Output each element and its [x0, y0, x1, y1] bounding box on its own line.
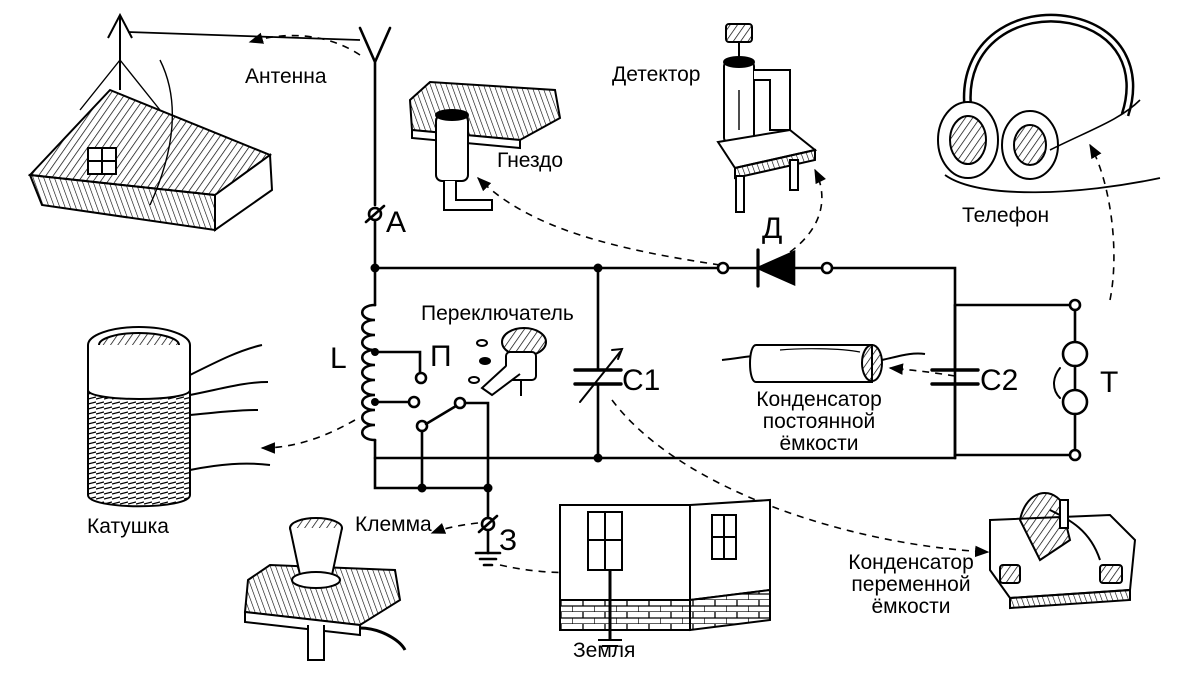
symbol-a: A: [386, 206, 406, 239]
callout-arrows: [248, 32, 1115, 574]
schematic-symbols: A Д L П C1 C2 T З: [330, 206, 1118, 557]
headphones-illustration: [937, 13, 1161, 194]
switch-illustration: [468, 327, 547, 397]
symbol-d: Д: [762, 212, 782, 245]
symbol-p: П: [430, 340, 452, 373]
symbol-z: З: [499, 524, 517, 557]
ground-building-illustration: [559, 498, 771, 647]
symbol-l: L: [330, 342, 347, 375]
label-antenna: Антенна: [245, 65, 327, 88]
terminal-illustration: [243, 517, 407, 661]
symbol-c1: C1: [622, 364, 660, 397]
label-variable-capacitor-line-3: ёмкости: [871, 595, 951, 619]
socket-illustration: [408, 80, 562, 211]
symbol-c2: C2: [980, 364, 1018, 397]
label-socket: Гнездо: [497, 149, 564, 172]
circuit-wires: [358, 26, 1089, 567]
junction-dots: [370, 263, 603, 493]
detector-illustration: [716, 23, 818, 213]
label-terminal: Клемма: [355, 513, 432, 536]
label-fixed-capacitor-line-2: постоянной: [762, 410, 876, 434]
label-detector: Детектор: [612, 63, 701, 86]
house-antenna-illustration: [27, 12, 361, 232]
label-variable-capacitor: Конденсатор переменной ёмкости: [826, 551, 996, 619]
label-variable-capacitor-line-2: переменной: [851, 573, 971, 597]
fixed-capacitor-illustration: [721, 344, 926, 383]
label-coil: Катушка: [87, 515, 169, 538]
label-fixed-capacitor: Конденсатор постоянной ёмкости: [734, 388, 904, 456]
variable-capacitor-illustration: [989, 491, 1137, 610]
coil-illustration: [87, 326, 271, 508]
label-switch: Переключатель: [421, 302, 574, 325]
label-ground: Земля: [573, 639, 636, 662]
label-phone: Телефон: [962, 204, 1050, 227]
label-fixed-capacitor-line-3: ёмкости: [779, 432, 859, 456]
label-fixed-capacitor-line-1: Конденсатор: [756, 388, 882, 411]
label-variable-capacitor-line-1: Конденсатор: [848, 551, 974, 574]
symbol-t: T: [1100, 366, 1118, 399]
